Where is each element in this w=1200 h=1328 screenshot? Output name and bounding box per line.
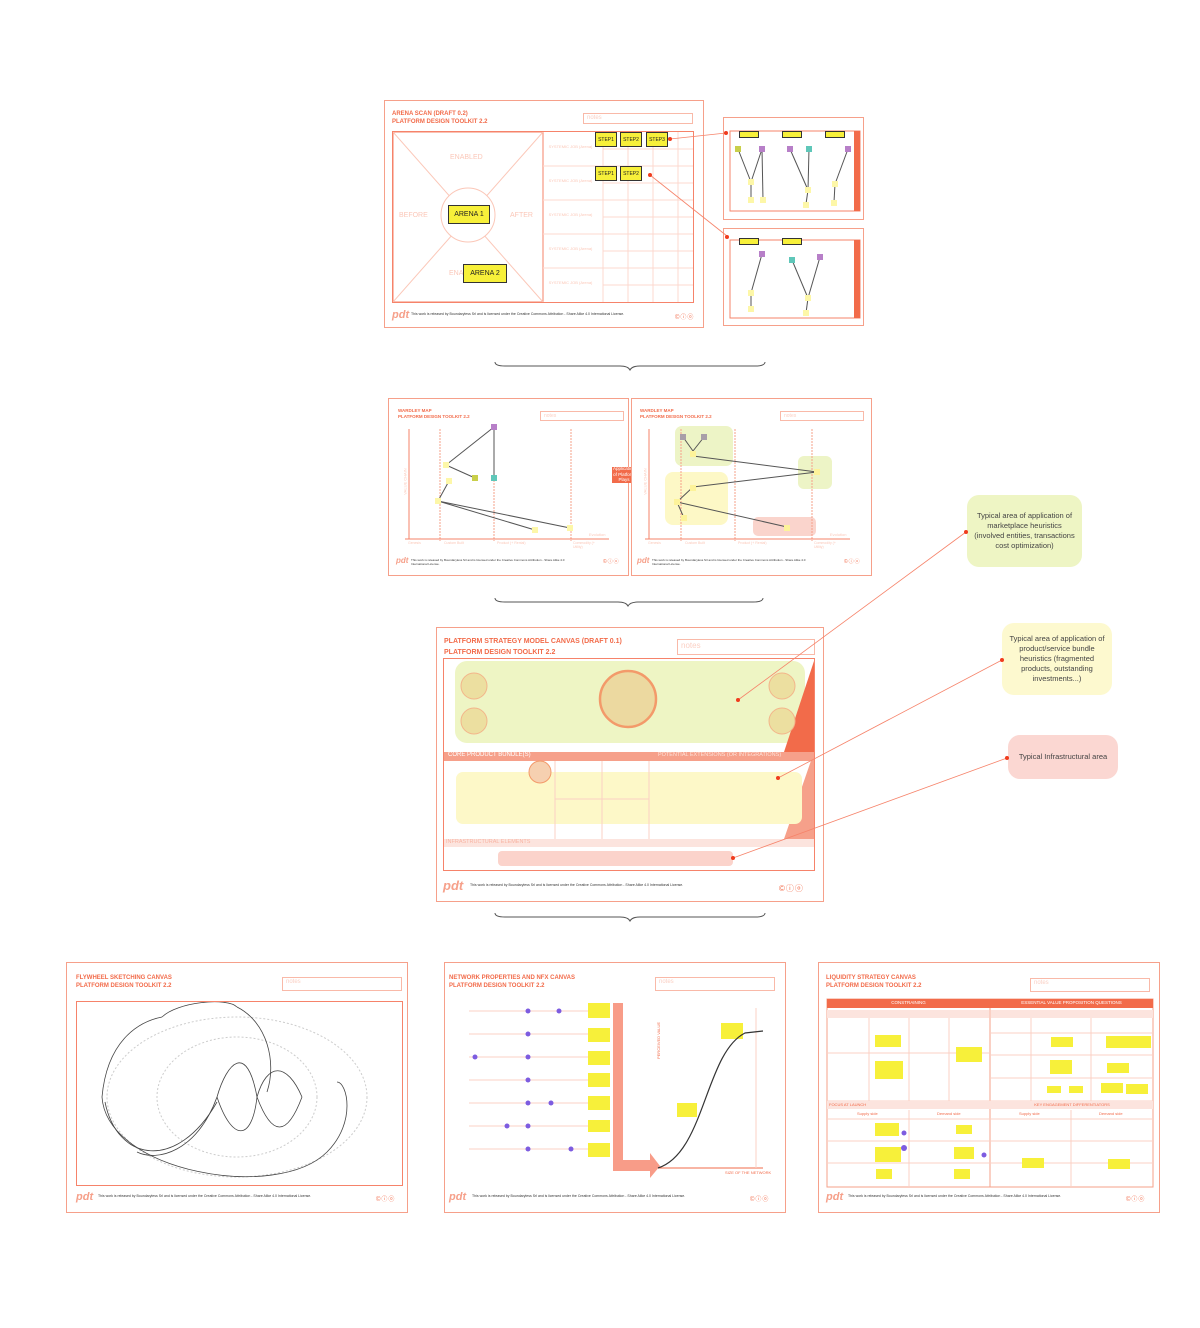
arrow-label: Application of Platform Plays (612, 466, 635, 482)
pdt-logo: pdt (443, 878, 464, 893)
license-text: This work is released by Boundaryless Sr… (848, 1194, 1062, 1198)
journey-sticky[interactable] (782, 131, 802, 138)
journey-sticky[interactable] (782, 238, 802, 245)
pdt-logo: pdt (392, 309, 410, 321)
y-axis-label: VALUE CHAIN (402, 468, 408, 495)
phase-label: Product (+ Rental) (738, 541, 767, 545)
infrastructure-callout: Typical Infrastructural area (1008, 735, 1118, 779)
notes-field[interactable]: notes (677, 639, 815, 655)
pdt-logo: pdt (449, 1191, 467, 1203)
cc-icons: ©ⓘⓞ (750, 1197, 770, 1203)
phase-label: Genesis (408, 541, 421, 545)
extensions-label: POTENTIAL EXTENSIONS (OR INTEGRATIONS) (658, 752, 782, 758)
step-sticky[interactable]: STEP2 (620, 166, 642, 181)
arena-scan-sheet: ARENA SCAN (DRAFT 0.2)PLATFORM DESIGN TO… (384, 100, 704, 328)
phase-label: Commodity (+ Utility) (814, 541, 836, 549)
phase-label: Genesis (648, 541, 661, 545)
pdt-logo: pdt (396, 556, 409, 565)
arena-2-sticky[interactable]: ARENA 2 (463, 264, 507, 283)
cc-icons: ©ⓘⓞ (376, 1197, 396, 1203)
supply-label: Supply side (1019, 1111, 1040, 1116)
step-sticky[interactable]: STEP1 (595, 132, 617, 147)
psmc-frame: CORE PRODUCT BUNDLE(S) POTENTIAL EXTENSI… (443, 658, 815, 871)
demand-label: Demand side (937, 1111, 961, 1116)
step-sticky[interactable]: STEP1 (595, 166, 617, 181)
journey-sticky[interactable] (739, 131, 759, 138)
cc-icons: ©ⓘⓞ (779, 884, 804, 893)
before-label: BEFORE (399, 212, 428, 219)
notes-field[interactable]: notes (1030, 978, 1150, 992)
x-axis-label: Evolution (589, 532, 606, 537)
phase-label: Commodity (+ Utility) (573, 541, 595, 549)
journey-sticky[interactable] (825, 131, 845, 138)
journey-sheet-1 (723, 117, 864, 220)
license-text: This work is released by Boundaryless Sr… (98, 1194, 312, 1198)
notes-field[interactable]: notes (780, 411, 864, 421)
pdt-logo: pdt (826, 1191, 844, 1203)
license-text: This work is released by Boundaryless Sr… (652, 558, 806, 566)
sheet-title: PLATFORM STRATEGY MODEL CANVAS (DRAFT 0.… (444, 638, 622, 656)
enabling-label: ENA (449, 270, 464, 277)
license-text: This work is released by Boundaryless Sr… (411, 558, 565, 566)
row-label: SYSTEMIC JOB (Arena) (548, 212, 593, 217)
pdt-logo: pdt (76, 1191, 94, 1203)
cc-icons: ©ⓘⓞ (844, 559, 861, 565)
infra-label: INFRASTRUCTURAL ELEMENTS (446, 839, 531, 845)
core-bundle-label: CORE PRODUCT BUNDLE(S) (448, 752, 531, 758)
row-label: SYSTEMIC JOB (Arena) (548, 178, 593, 183)
journey-sticky[interactable] (739, 238, 759, 245)
enabled-label: ENABLED (450, 154, 483, 161)
phase-label: Custom Built (685, 541, 705, 545)
row-label: SYSTEMIC JOB (Arena) (548, 144, 593, 149)
flywheel-frame (76, 1001, 403, 1186)
phase-label: Custom Built (444, 541, 464, 545)
evpq-header: ESSENTIAL VALUE PROPOSITION QUESTIONS (1021, 1000, 1122, 1005)
constraining-header: CONSTRAINING (891, 1000, 926, 1005)
notes-field[interactable]: notes (655, 977, 775, 991)
notes-field[interactable]: notes (583, 113, 693, 124)
cc-icons: ©ⓘⓞ (675, 315, 695, 321)
ked-label: KEY ENGAGEMENT DIFFERENTIATORS (1034, 1102, 1110, 1107)
arena-frame: ENABLED BEFORE AFTER ENA SYSTEMIC JOB (A… (392, 131, 694, 303)
focus-label: FOCUS AT LAUNCH (829, 1102, 867, 1107)
row-label: SYSTEMIC JOB (Arena) (548, 280, 593, 285)
journey-sheet-2 (723, 228, 864, 326)
notes-field[interactable]: notes (540, 411, 624, 421)
sheet-title: ARENA SCAN (DRAFT 0.2)PLATFORM DESIGN TO… (392, 111, 488, 125)
license-text: This work is released by Boundaryless Sr… (472, 1194, 686, 1198)
y-axis-label: PERCEIVED VALUE (656, 1021, 662, 1060)
license-text: This work is released by Boundaryless Sr… (411, 312, 625, 316)
row-label: SYSTEMIC JOB (Arena) (548, 246, 593, 251)
step-sticky[interactable]: STEP3 (646, 132, 668, 147)
y-axis-label: VALUE CHAIN (642, 468, 648, 495)
after-label: AFTER (510, 212, 533, 219)
supply-label: Supply side (857, 1111, 878, 1116)
bundle-callout: Typical area of application of product/s… (1002, 623, 1112, 695)
cc-icons: ©ⓘⓞ (603, 559, 620, 565)
x-axis-label: SIZE OF THE NETWORK (725, 1170, 772, 1175)
pdt-logo: pdt (637, 556, 650, 565)
x-axis-label: Evolution (830, 532, 847, 537)
marketplace-callout: Typical area of application of marketpla… (967, 495, 1082, 567)
step-sticky[interactable]: STEP2 (620, 132, 642, 147)
arena-1-sticky[interactable]: ARENA 1 (448, 205, 490, 224)
demand-label: Demand side (1099, 1111, 1123, 1116)
license-text: This work is released by Boundaryless Sr… (470, 883, 684, 887)
notes-field[interactable]: notes (282, 977, 402, 991)
phase-label: Product (+ Rental) (497, 541, 526, 545)
platform-strategy-model-canvas: PLATFORM STRATEGY MODEL CANVAS (DRAFT 0.… (436, 627, 824, 902)
cc-icons: ©ⓘⓞ (1126, 1197, 1146, 1203)
